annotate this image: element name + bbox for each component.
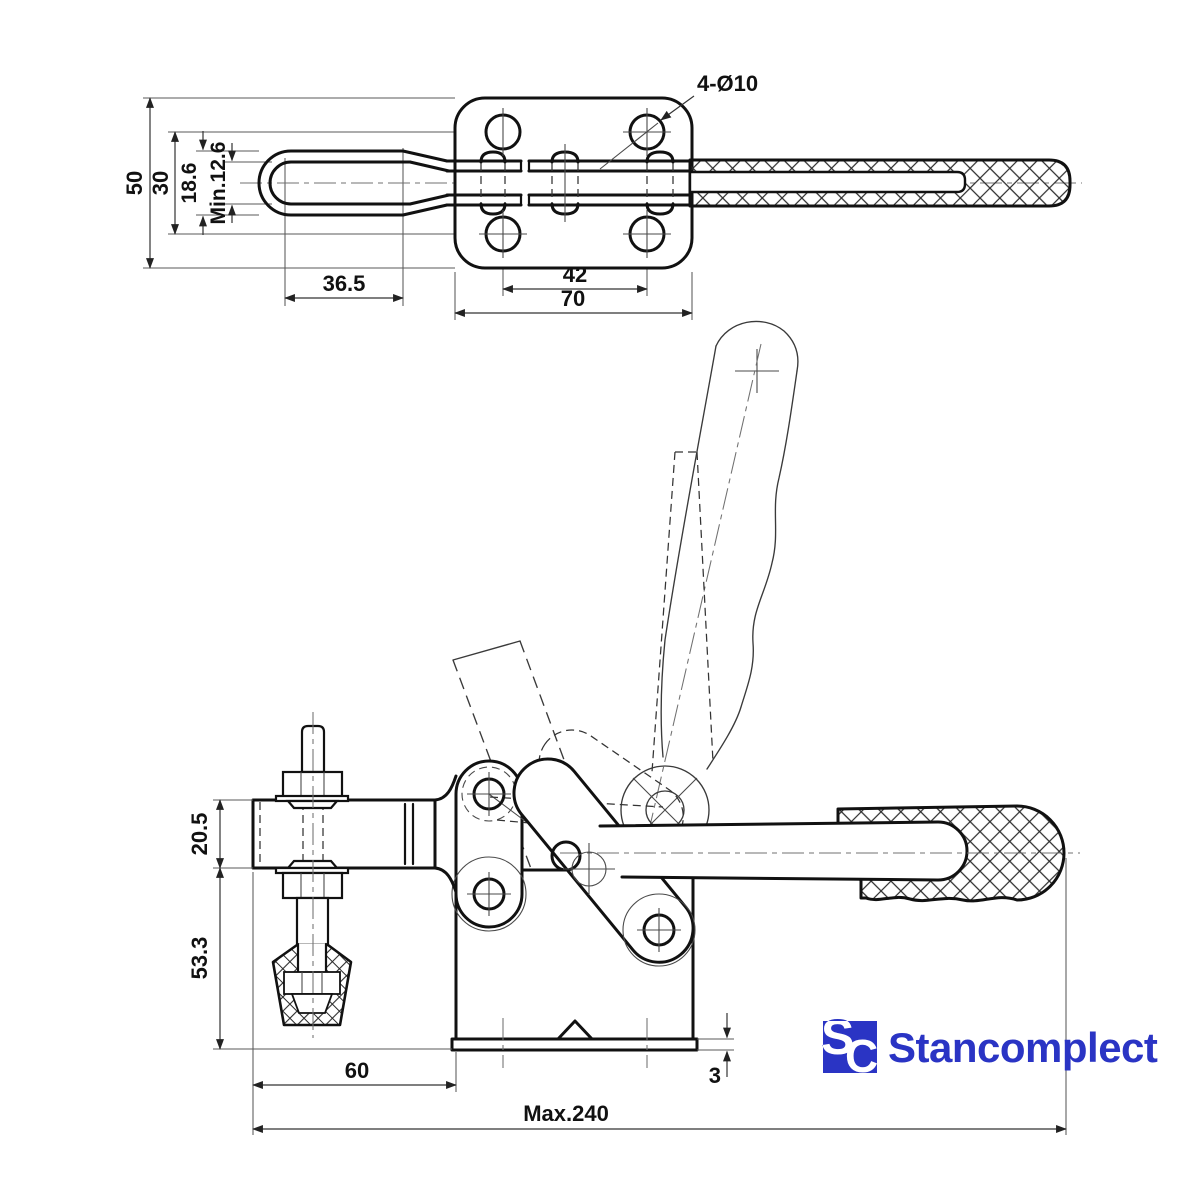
base-locating-mark [556, 1019, 594, 1041]
molded-nut [283, 971, 341, 995]
logo-brand-text: Stancomplect [888, 1024, 1158, 1071]
dim-slot-min: Min.12.6 [207, 142, 230, 225]
dim-body-height: 53.3 [187, 937, 212, 980]
top-view: 50 30 18.6 Min.12.6 36.5 42 70 4-Ø10 [122, 71, 1082, 320]
dim-max-length: Max.240 [523, 1101, 609, 1126]
base-hole-centerlines [502, 1018, 648, 1068]
pivot-boss-lower [451, 856, 527, 932]
rod-in-foot [298, 944, 326, 973]
mounting-holes [479, 108, 671, 258]
dim-hole-row-spacing: 30 [148, 171, 173, 195]
logo-s-icon: S [821, 1009, 854, 1065]
dim-arm-height: 20.5 [187, 813, 212, 856]
raised-position-handle [620, 320, 799, 879]
spindle-assembly [271, 712, 353, 1038]
top-handle-grip [688, 158, 1072, 208]
side-handle-grip [560, 804, 1080, 903]
base-plate [450, 1037, 699, 1052]
handle-bar-side [600, 822, 967, 880]
top-view-dimensions [146, 95, 695, 317]
handle-bar-top-view [688, 170, 967, 194]
link-boss [622, 893, 696, 967]
dim-bar-outer: 18.6 [178, 163, 201, 204]
plate-bridges [479, 144, 675, 222]
pivot-holes [467, 772, 681, 952]
side-view: 20.5 53.3 60 3 Max.240 [187, 320, 1080, 1135]
dim-base-width: 60 [345, 1058, 369, 1083]
dim-plate-width: 70 [561, 286, 585, 311]
dim-hole-col-spacing: 42 [563, 262, 587, 287]
hole-callout: 4-Ø10 [697, 71, 758, 96]
logo-c-icon: C [845, 1030, 878, 1082]
side-view-dimensions [216, 799, 1067, 1133]
mounting-plate [453, 96, 694, 270]
dim-base-thickness: 3 [709, 1063, 721, 1088]
dim-overall-height: 50 [122, 171, 147, 195]
dim-ubolt-length: 36.5 [323, 271, 366, 296]
pivot-link-plate [454, 759, 524, 929]
logo-square [823, 1021, 877, 1073]
brand-logo: S C S C Stancomplect [821, 1009, 1158, 1082]
